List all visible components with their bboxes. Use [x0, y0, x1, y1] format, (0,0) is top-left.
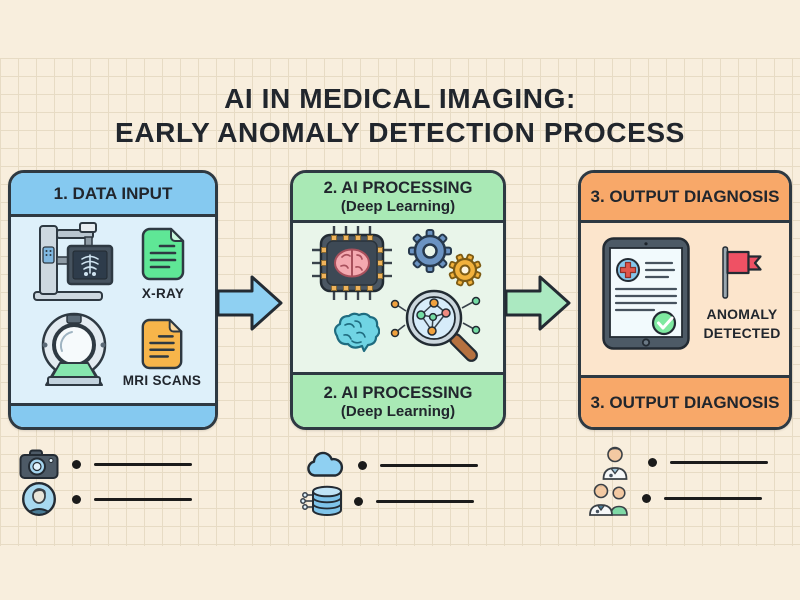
legend-placeholder-line [664, 496, 762, 500]
panel-ai-processing-title: 2. AI PROCESSING [323, 179, 473, 197]
xray-machine-icon [33, 222, 114, 301]
panel-data-input: 1. DATA INPUT [8, 170, 218, 430]
legend-row-doctor [592, 444, 768, 480]
panel-ai-processing-footer-subtitle: (Deep Learning) [340, 402, 456, 420]
user-avatar-icon [16, 481, 62, 517]
panel-data-input-footer [11, 403, 215, 427]
legend-row-database [298, 483, 474, 519]
legend-row-user [16, 481, 192, 517]
mri-file-label: MRI SCANS [122, 373, 202, 388]
mri-scanner-icon [41, 312, 107, 386]
legend-bullet [72, 494, 81, 504]
title-line-2: EARLY ANOMALY DETECTION PROCESS [115, 117, 685, 148]
panel-ai-processing-subtitle: (Deep Learning) [340, 198, 456, 215]
legend-placeholder-line [670, 460, 768, 464]
legend-placeholder-line [376, 499, 474, 503]
panel-data-input-header: 1. DATA INPUT [11, 173, 215, 217]
panel-output-diagnosis-header: 3. OUTPUT DIAGNOSIS [581, 173, 789, 223]
legend-row-doctor-patient [586, 480, 762, 516]
ai-chip-brain-icon [312, 226, 392, 300]
legend-bullet [354, 496, 363, 506]
legend-placeholder-line [380, 463, 478, 467]
tablet-report-icon [602, 237, 690, 350]
cloud-icon [302, 451, 348, 479]
panel-output-diagnosis: 3. OUTPUT DIAGNOSIS [578, 170, 792, 430]
legend-bullet [72, 459, 81, 469]
panel-output-diagnosis-footer: 3. OUTPUT DIAGNOSIS [581, 375, 789, 427]
gears-icon [408, 229, 482, 287]
title-line-1: AI IN MEDICAL IMAGING: [224, 83, 576, 114]
xray-file-icon [141, 227, 185, 281]
panel-ai-processing-footer: 2. AI PROCESSING (Deep Learning) [293, 372, 503, 427]
anomaly-detected-label: ANOMALY DETECTED [699, 305, 785, 343]
legend-row-camera [16, 446, 192, 482]
panel-data-input-body: X-RAY MRI SCANS [11, 217, 215, 403]
legend-bullet [642, 493, 651, 503]
anomaly-label-line-1: ANOMALY [706, 306, 778, 322]
legend-placeholder-line [94, 497, 192, 501]
magnifier-network-icon [390, 289, 481, 362]
legend-placeholder-line [94, 462, 192, 466]
red-flag-icon [722, 246, 762, 299]
panel-output-diagnosis-body: ANOMALY DETECTED [581, 223, 789, 375]
legend-row-cloud [302, 447, 478, 483]
xray-file-label: X-RAY [141, 286, 185, 301]
database-icon [298, 485, 344, 517]
panel-ai-processing-body [293, 223, 503, 372]
flow-arrow-blue-icon [216, 275, 283, 331]
brain-icon [333, 312, 380, 353]
panel-output-diagnosis-footer-title: 3. OUTPUT DIAGNOSIS [590, 392, 780, 412]
panel-output-diagnosis-title: 3. OUTPUT DIAGNOSIS [590, 186, 780, 206]
panel-ai-processing-header: 2. AI PROCESSING (Deep Learning) [293, 173, 503, 223]
panel-ai-processing-footer-title: 2. AI PROCESSING [323, 383, 473, 402]
flow-arrow-green-icon [504, 275, 571, 331]
page-title: AI IN MEDICAL IMAGING: EARLY ANOMALY DET… [0, 82, 800, 150]
camera-icon [16, 448, 62, 480]
doctor-patient-icon [586, 480, 632, 516]
panel-ai-processing: 2. AI PROCESSING (Deep Learning) [290, 170, 506, 430]
legend-bullet [648, 457, 657, 467]
anomaly-label-line-2: DETECTED [703, 325, 781, 341]
mri-file-icon [141, 318, 183, 370]
legend-bullet [358, 460, 367, 470]
panel-data-input-title: 1. DATA INPUT [53, 183, 173, 203]
doctor-icon [592, 444, 638, 480]
